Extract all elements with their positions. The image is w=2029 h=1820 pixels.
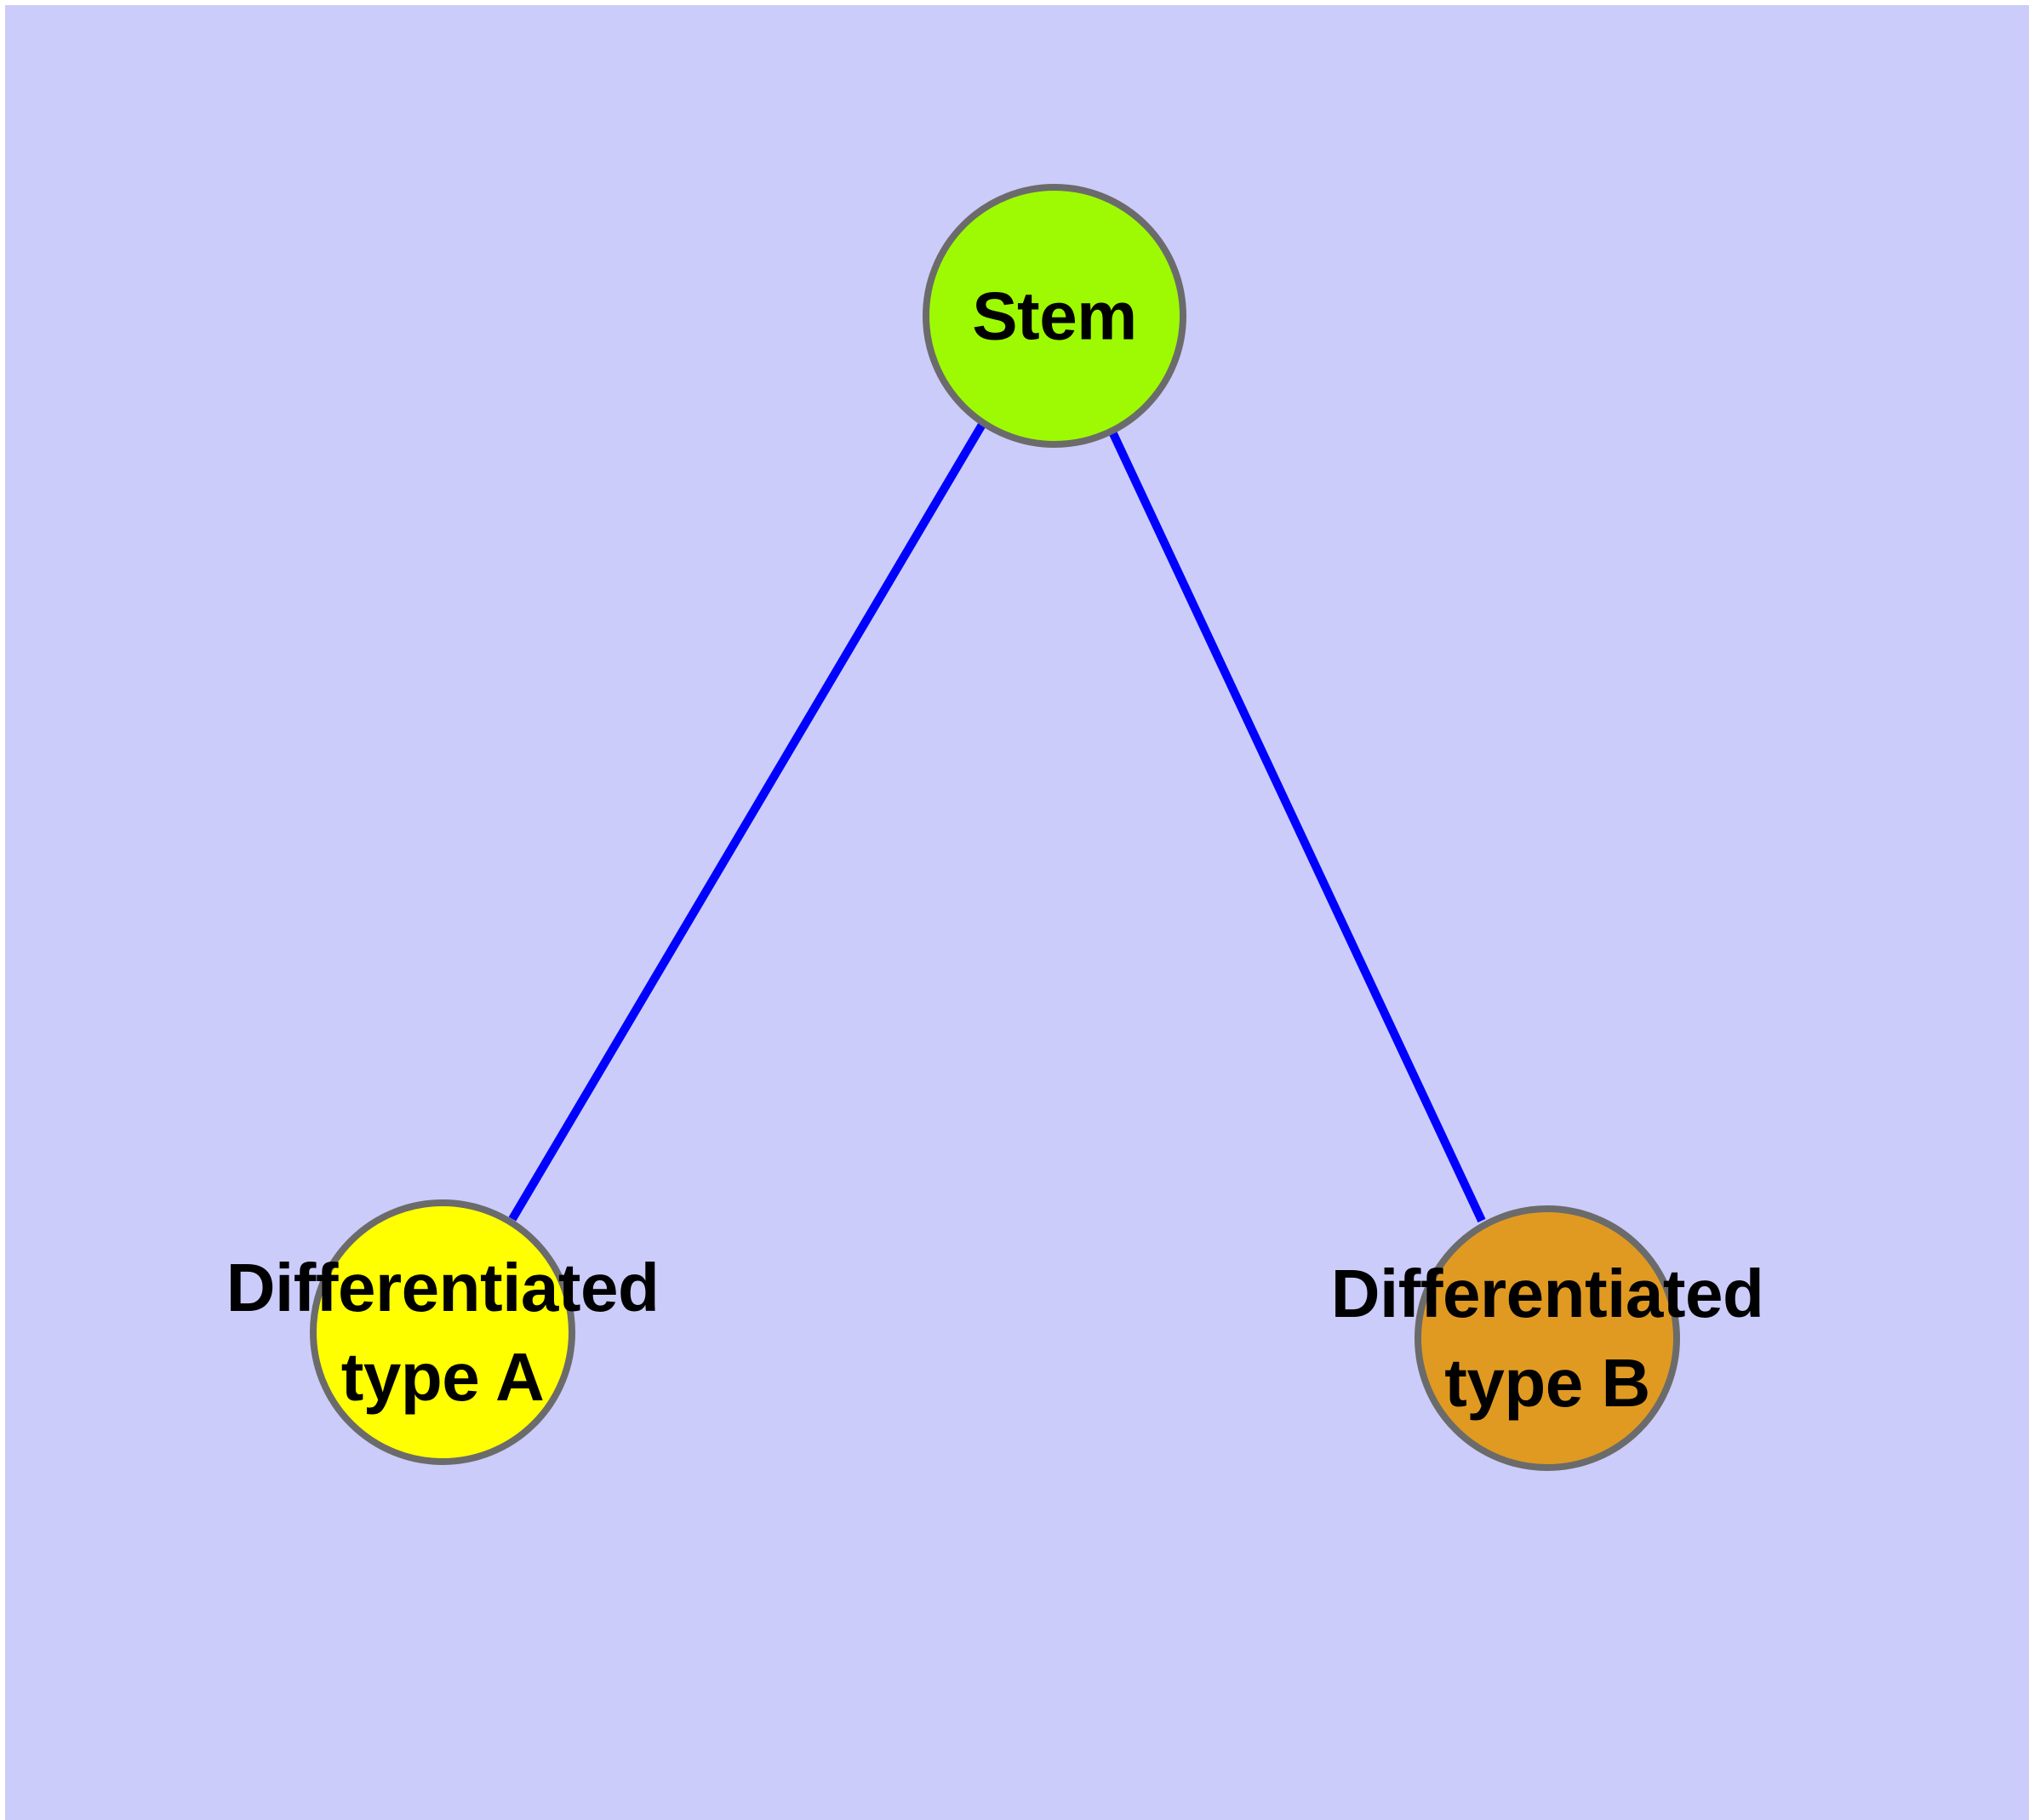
node-diff_b[interactable] (1415, 1205, 1680, 1471)
node-diff_a[interactable] (310, 1199, 575, 1465)
nodes-group (310, 184, 1680, 1471)
node-stem[interactable] (923, 184, 1186, 448)
edge-stem-diff_b[interactable] (1106, 426, 1486, 1223)
edge-stem-diff_a[interactable] (508, 421, 987, 1222)
edges-group (508, 421, 1486, 1223)
